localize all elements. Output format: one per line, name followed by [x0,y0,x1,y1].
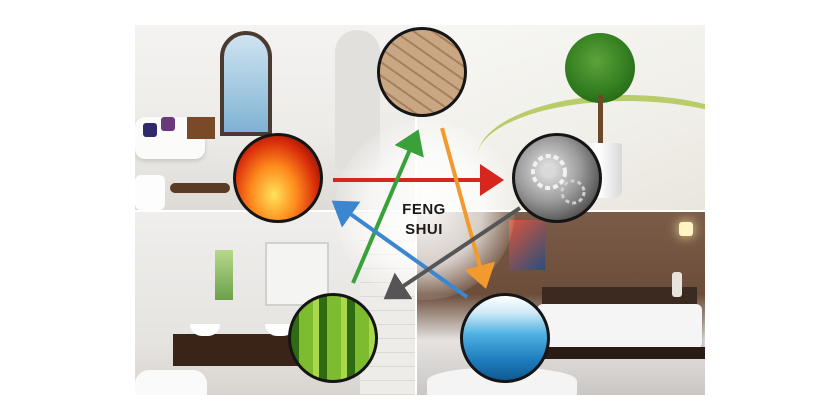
bamboo-icon [288,293,378,383]
wooden-cabinet [187,117,215,139]
plant-trunk [598,95,603,145]
clockwork-gears-icon [512,133,602,223]
flame-icon [233,133,323,223]
window-greenery [215,250,233,300]
bed [537,304,702,349]
cracked-earth-icon [377,27,467,117]
bed-headboard [542,287,697,307]
cushion [161,117,175,131]
floor-rug [135,175,165,210]
gear-icon [531,154,586,205]
wall-painting [509,220,545,270]
arrow-metal-to-wood [383,206,522,300]
arrow-water-to-fire [331,200,469,299]
arrow-wood-to-earth [351,129,424,284]
basin [265,324,295,336]
flower-vase [672,272,682,297]
title-line-2: SHUI [405,221,443,238]
wall-lamp [679,222,693,236]
plant-foliage [565,33,635,103]
cushion [143,123,157,137]
arrow-earth-to-water [440,127,496,289]
wave-icon [460,293,550,383]
five-element-cycle-arrows [331,127,522,300]
page-title: FENG SHUI [389,200,459,240]
bed-base [532,347,705,359]
bathtub [135,370,207,395]
title-line-1: FENG [402,201,446,218]
coffee-table [170,183,230,193]
feng-shui-collage: FENG SHUI [135,25,705,395]
basin [190,324,220,336]
arched-window [220,31,272,136]
